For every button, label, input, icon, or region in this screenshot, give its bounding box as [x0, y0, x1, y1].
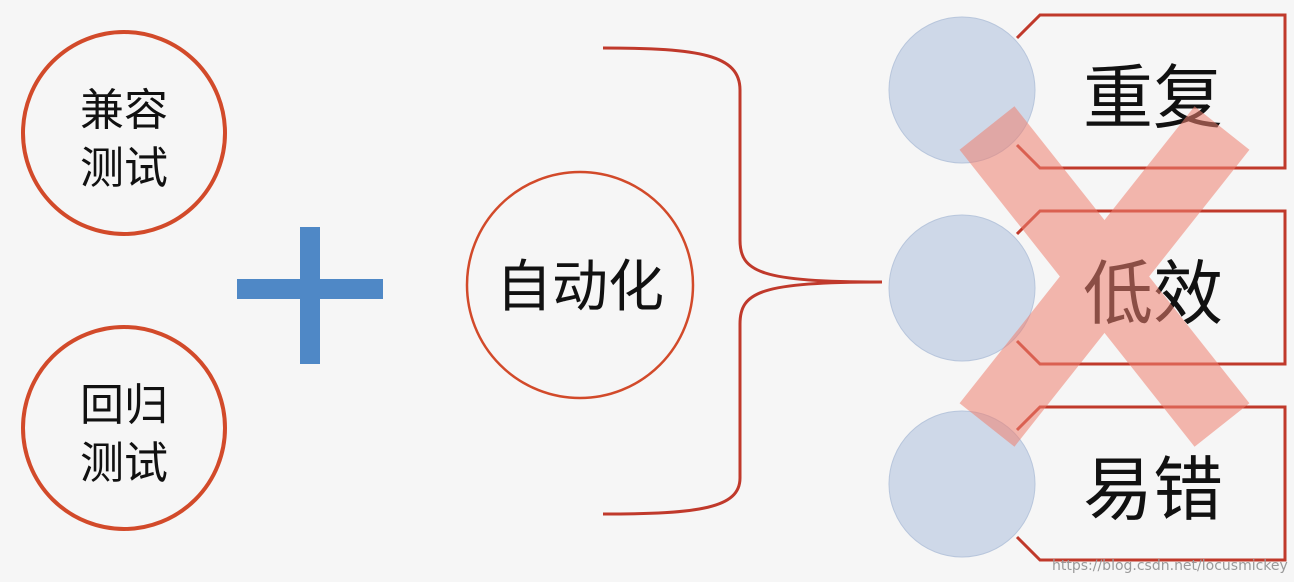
center-circle-automation: 自动化 — [465, 170, 695, 400]
bullet-circle-3 — [888, 410, 1036, 558]
left-circle-2-line2: 测试 — [80, 438, 168, 489]
left-circle-compat-test: 兼容 测试 — [21, 30, 227, 236]
right-label-error-prone: 易错 — [1083, 449, 1223, 531]
bullet-circle-2 — [888, 214, 1036, 362]
brace-bracket — [602, 46, 883, 516]
left-circle-1-line2: 测试 — [80, 143, 168, 194]
left-circle-2-line1: 回归 — [80, 380, 168, 431]
center-label: 自动化 — [496, 255, 664, 320]
cross-x-icon — [959, 106, 1250, 447]
left-circle-1-line1: 兼容 — [80, 85, 168, 136]
watermark-url: https://blog.csdn.net/locusmickey — [1052, 558, 1288, 574]
plus-icon — [237, 227, 383, 364]
left-circle-regression-test: 回归 测试 — [21, 325, 227, 531]
